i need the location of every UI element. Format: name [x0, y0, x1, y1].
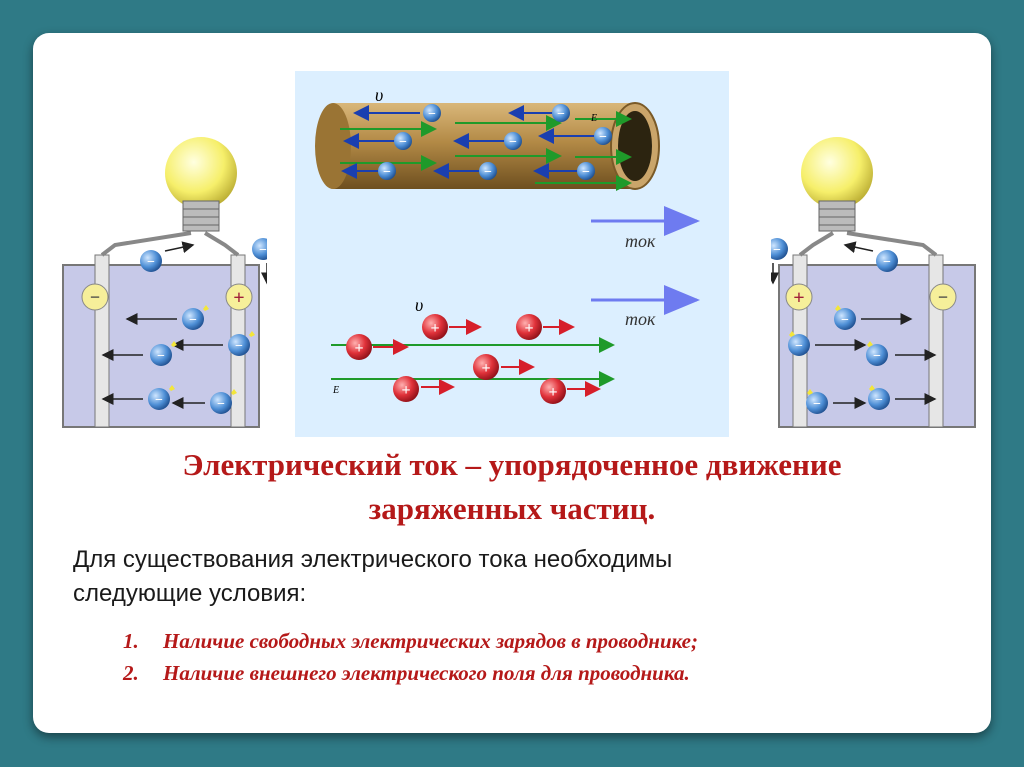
electrode-right: [928, 254, 944, 428]
positive-ions: + + + + + +: [346, 314, 601, 404]
list-item-text: Наличие внешнего электрического поля для…: [163, 661, 690, 685]
svg-text:+: +: [233, 287, 244, 309]
spark-icon: [789, 305, 875, 395]
light-bulb-icon: [165, 137, 237, 232]
svg-text:+: +: [481, 360, 490, 377]
list-item-number: 1.: [123, 629, 139, 653]
conditions-list: 1. Наличие свободных электрических заряд…: [123, 625, 963, 689]
heading-line-2: заряженных частиц.: [368, 491, 656, 526]
svg-text:−: −: [883, 255, 891, 270]
velocity-label-top: υ: [375, 85, 383, 105]
slide-heading: Электрический ток – упорядоченное движен…: [33, 443, 991, 531]
velocity-label-bottom: υ: [415, 295, 423, 315]
intro-text: Для существования электрического тока не…: [73, 543, 933, 611]
svg-text:−: −: [773, 243, 781, 258]
svg-text:+: +: [524, 320, 533, 337]
svg-text:−: −: [599, 130, 607, 145]
list-item: 2. Наличие внешнего электрического поля …: [123, 657, 963, 689]
svg-text:−: −: [557, 107, 565, 122]
light-bulb-icon: [801, 137, 873, 232]
svg-text:−: −: [875, 393, 883, 408]
svg-text:−: −: [157, 349, 165, 364]
svg-text:−: −: [938, 287, 948, 307]
electrons-tube: − − − − − − − −: [341, 104, 612, 180]
slide: − − − − − − − − υ E ток ток υ E: [33, 33, 991, 733]
svg-text:−: −: [235, 339, 243, 354]
svg-text:−: −: [189, 313, 197, 328]
field-label-top: E: [590, 113, 597, 124]
list-item-text: Наличие свободных электрических зарядов …: [163, 629, 698, 653]
list-item-number: 2.: [123, 661, 139, 685]
list-item: 1. Наличие свободных электрических заряд…: [123, 625, 963, 657]
field-lines-bottom: [331, 337, 615, 387]
electron-icon: [771, 238, 898, 414]
svg-text:−: −: [873, 349, 881, 364]
electrolyte-cell-left: − + − − − − − − −: [62, 137, 267, 428]
svg-text:−: −: [383, 165, 391, 180]
svg-text:−: −: [813, 397, 821, 412]
heading-line-1: Электрический ток – упорядоченное движен…: [182, 447, 842, 482]
electron-icon: [140, 238, 267, 414]
intro-line-1: Для существования электрического тока не…: [73, 546, 673, 573]
current-label-top: ток: [625, 231, 656, 251]
field-label-bottom: E: [332, 385, 339, 396]
svg-text:−: −: [217, 397, 225, 412]
electrolyte-cell-right: + − − − − − − − −: [771, 137, 976, 428]
svg-text:−: −: [259, 243, 267, 258]
svg-text:−: −: [841, 313, 849, 328]
svg-text:+: +: [430, 320, 439, 337]
svg-text:+: +: [401, 382, 410, 399]
current-label-bottom: ток: [625, 309, 656, 329]
svg-text:+: +: [793, 287, 804, 309]
svg-text:+: +: [548, 384, 557, 401]
intro-line-2: следующие условия:: [73, 580, 307, 607]
current-illustration: − − − − − − − − υ E ток ток υ E: [295, 71, 729, 437]
svg-text:−: −: [90, 287, 100, 307]
svg-text:−: −: [582, 165, 590, 180]
svg-text:−: −: [147, 255, 155, 270]
svg-text:−: −: [795, 339, 803, 354]
svg-text:−: −: [509, 135, 517, 150]
svg-text:−: −: [428, 107, 436, 122]
electrode-left: [94, 254, 110, 428]
spark-icon: [169, 305, 255, 395]
svg-text:+: +: [354, 340, 363, 357]
svg-text:−: −: [399, 135, 407, 150]
svg-text:−: −: [155, 393, 163, 408]
svg-text:−: −: [484, 165, 492, 180]
